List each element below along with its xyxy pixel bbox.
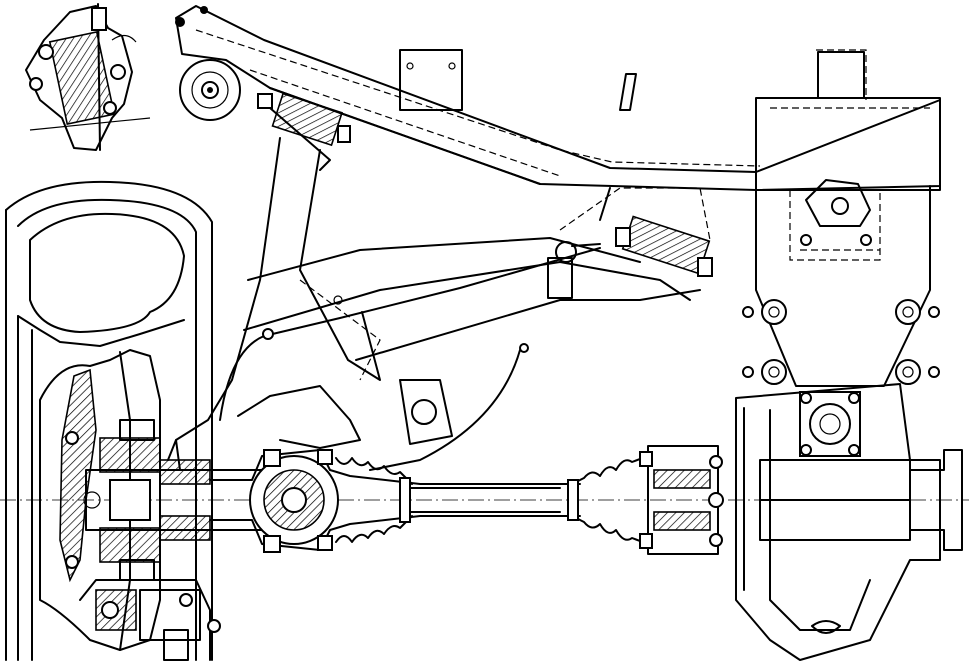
brake-assembly xyxy=(79,579,221,661)
bushing-detail-inset xyxy=(25,3,151,151)
outer-boot xyxy=(335,457,413,543)
differential-housing xyxy=(735,185,963,661)
brake-pipe xyxy=(219,247,601,471)
wheel-hub xyxy=(65,419,267,581)
link-rod xyxy=(619,73,637,111)
inner-boot xyxy=(567,455,649,545)
mounting-bolts xyxy=(742,299,940,385)
inner-cv-joint xyxy=(639,445,724,555)
outer-cv-joint xyxy=(249,449,339,553)
diff-mount-bracket xyxy=(789,179,881,261)
tyre-section xyxy=(5,180,213,661)
upper-mount-bushing xyxy=(257,92,351,171)
pivot-bush xyxy=(179,59,241,121)
subframe-beam xyxy=(175,5,941,191)
trailing-arm xyxy=(167,137,711,471)
